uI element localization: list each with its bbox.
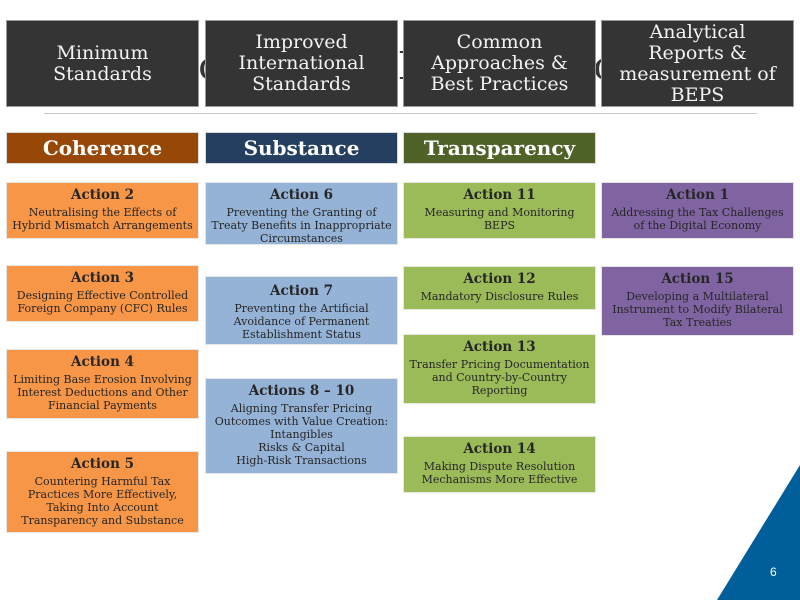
action-title: Action 13 bbox=[463, 339, 536, 355]
category-label: Common Approaches & Best Practices bbox=[430, 31, 569, 95]
action-title: Action 14 bbox=[463, 441, 536, 457]
action-description: Making Dispute Resolution Mechanisms Mor… bbox=[421, 460, 578, 486]
action-3-box: Action 3 Designing Effective Controlled … bbox=[6, 265, 199, 322]
action-title: Action 12 bbox=[463, 271, 536, 287]
action-description: Mandatory Disclosure Rules bbox=[420, 290, 579, 303]
action-4-box: Action 4 Limiting Base Erosion Involving… bbox=[6, 349, 199, 419]
action-6-box: Action 6 Preventing the Granting of Trea… bbox=[205, 182, 398, 245]
action-description: Limiting Base Erosion Involving Interest… bbox=[13, 373, 192, 412]
corner-triangle-shape bbox=[717, 465, 800, 600]
pillar-coherence: Coherence bbox=[6, 132, 199, 164]
action-description: Designing Effective Controlled Foreign C… bbox=[16, 289, 189, 315]
action-description: Aligning Transfer Pricing Outcomes with … bbox=[214, 402, 389, 467]
action-5-box: Action 5 Countering Harmful Tax Practice… bbox=[6, 451, 199, 533]
action-title: Action 2 bbox=[71, 187, 134, 203]
corner-accent-triangle bbox=[717, 465, 800, 600]
pillar-substance: Substance bbox=[205, 132, 398, 164]
action-title: Actions 8 – 10 bbox=[248, 383, 355, 399]
action-description: Preventing the Artificial Avoidance of P… bbox=[233, 302, 370, 341]
action-title: Action 1 bbox=[666, 187, 729, 203]
action-15-box: Action 15 Developing a Multilateral Inst… bbox=[601, 266, 794, 336]
action-description: Addressing the Tax Challenges of the Dig… bbox=[611, 206, 784, 232]
action-title: Action 5 bbox=[71, 456, 134, 472]
action-title: Action 7 bbox=[270, 283, 333, 299]
action-14-box: Action 14 Making Dispute Resolution Mech… bbox=[403, 436, 596, 493]
action-description: Preventing the Granting of Treaty Benefi… bbox=[211, 206, 392, 245]
action-11-box: Action 11 Measuring and Monitoring BEPS bbox=[403, 182, 596, 239]
action-title: Action 4 bbox=[71, 354, 134, 370]
category-label: Improved International Standards bbox=[238, 31, 365, 95]
pillar-label: Coherence bbox=[42, 136, 163, 160]
category-analytical-reports: Analytical Reports & measurement of BEPS bbox=[601, 20, 794, 107]
action-description: Countering Harmful Tax Practices More Ef… bbox=[21, 475, 184, 527]
action-7-box: Action 7 Preventing the Artificial Avoid… bbox=[205, 276, 398, 345]
action-description: Measuring and Monitoring BEPS bbox=[424, 206, 575, 232]
action-description: Neutralising the Effects of Hybrid Misma… bbox=[12, 206, 193, 232]
action-2-box: Action 2 Neutralising the Effects of Hyb… bbox=[6, 182, 199, 239]
title-divider bbox=[44, 113, 757, 114]
pillar-label: Substance bbox=[243, 136, 360, 160]
pillar-label: Transparency bbox=[423, 136, 576, 160]
action-title: Action 15 bbox=[661, 271, 734, 287]
action-title: Action 11 bbox=[463, 187, 536, 203]
category-improved-international-standards: Improved International Standards bbox=[205, 20, 398, 107]
pillar-transparency: Transparency bbox=[403, 132, 596, 164]
action-1-box: Action 1 Addressing the Tax Challenges o… bbox=[601, 182, 794, 239]
category-label: Minimum Standards bbox=[53, 41, 152, 85]
category-minimum-standards: Minimum Standards bbox=[6, 20, 199, 107]
category-label: Analytical Reports & measurement of BEPS bbox=[619, 20, 776, 106]
actions-8-10-box: Actions 8 – 10 Aligning Transfer Pricing… bbox=[205, 378, 398, 474]
page-number: 6 bbox=[770, 565, 777, 579]
action-description: Transfer Pricing Documentation and Count… bbox=[409, 358, 590, 397]
action-title: Action 6 bbox=[270, 187, 333, 203]
action-12-box: Action 12 Mandatory Disclosure Rules bbox=[403, 266, 596, 310]
category-common-approaches: Common Approaches & Best Practices bbox=[403, 20, 596, 107]
action-13-box: Action 13 Transfer Pricing Documentation… bbox=[403, 334, 596, 404]
action-description: Developing a Multilateral Instrument to … bbox=[612, 290, 783, 329]
action-title: Action 3 bbox=[71, 270, 134, 286]
